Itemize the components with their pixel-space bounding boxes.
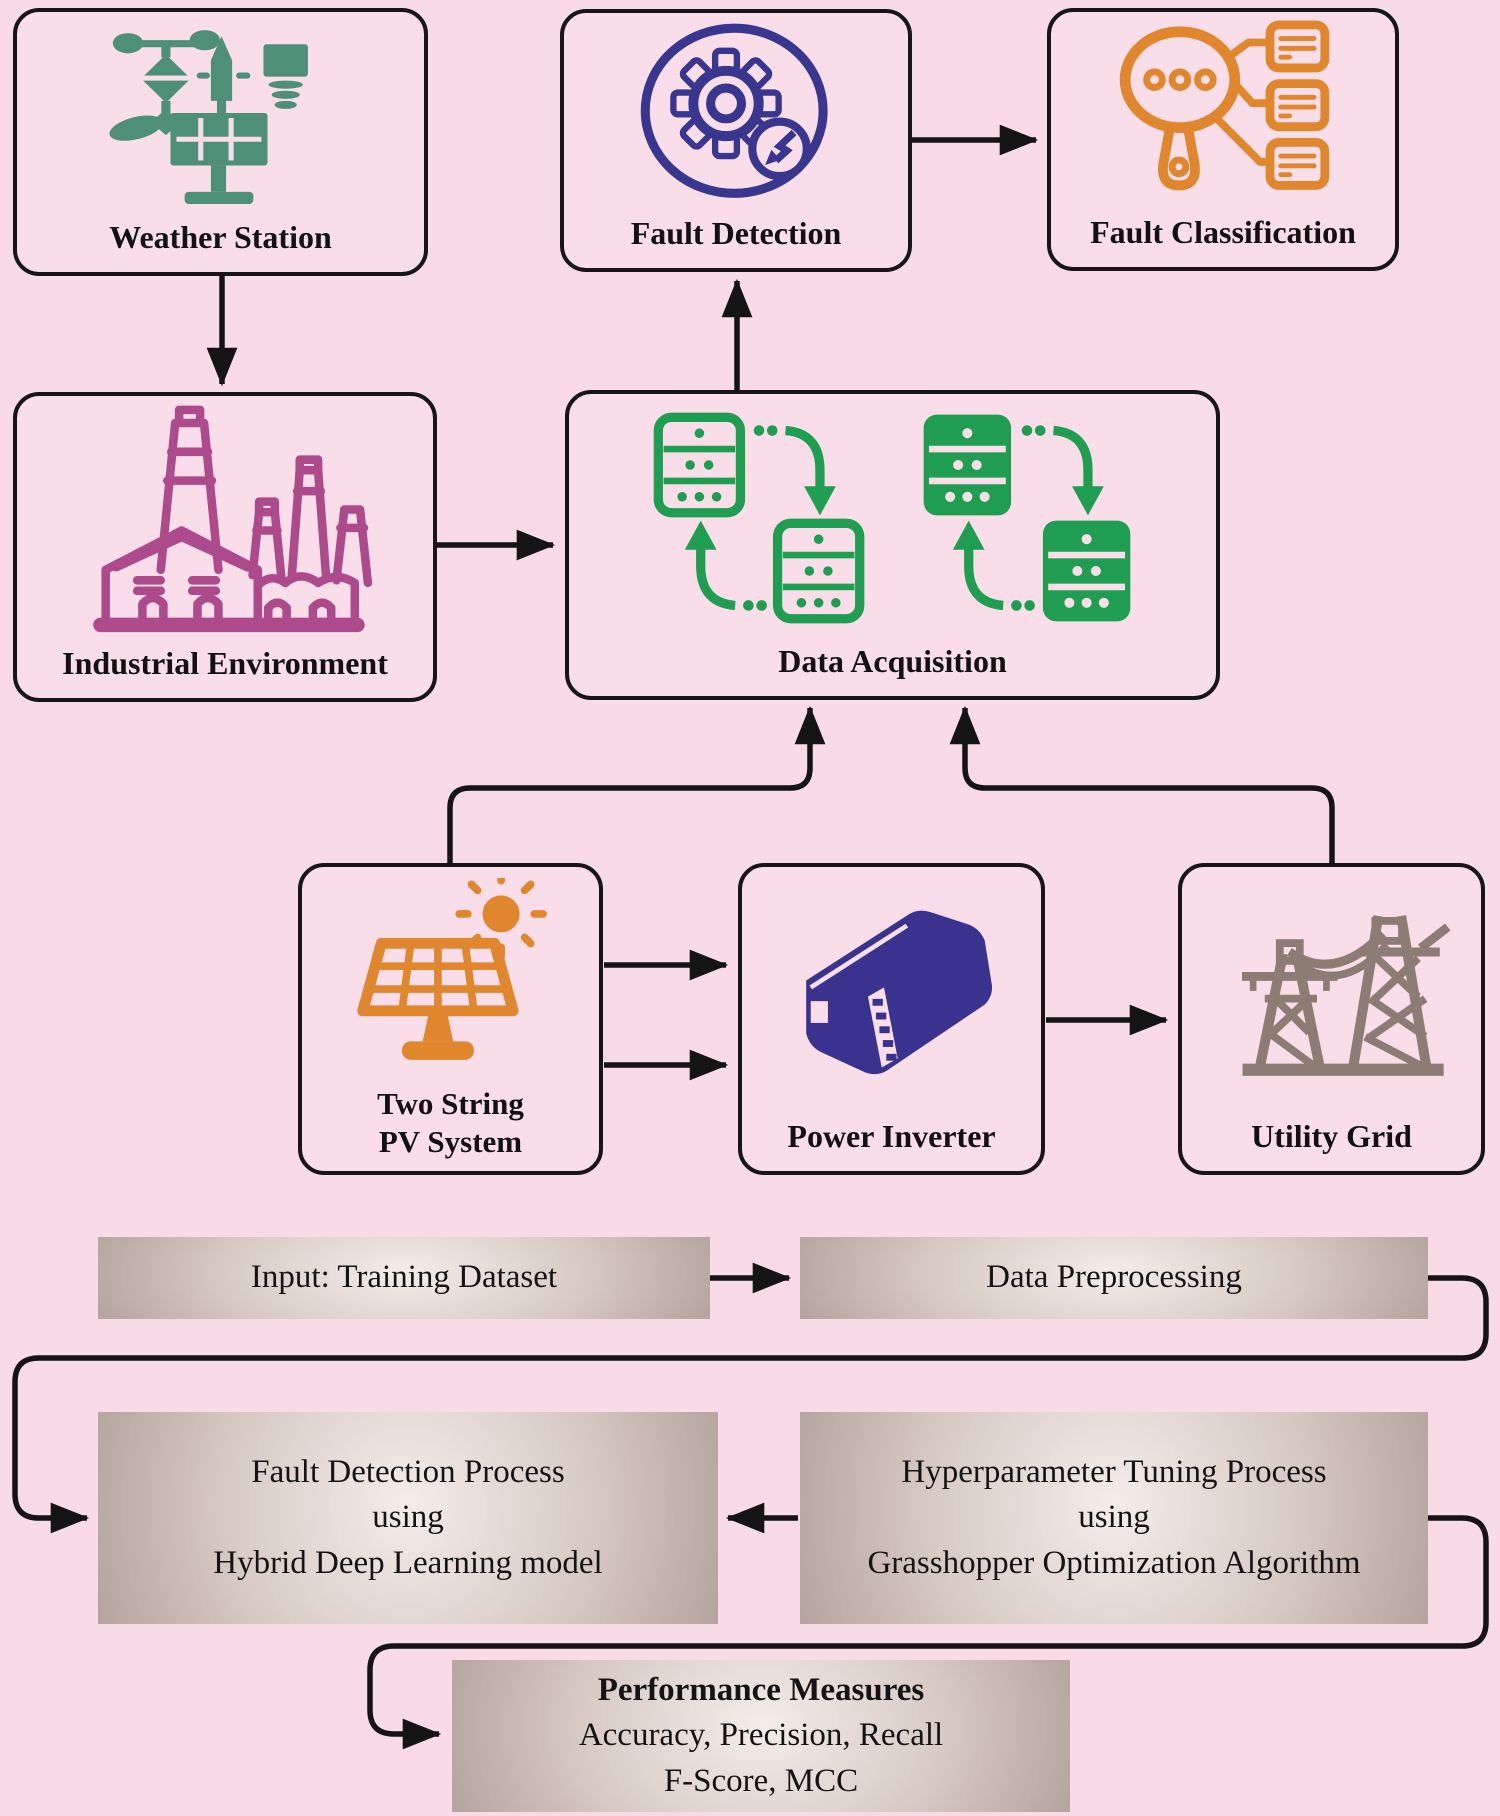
fault-classification-box: Fault Classification bbox=[1047, 8, 1399, 271]
transmission-towers-icon bbox=[1241, 914, 1450, 1076]
pv-system-label-line1: Two String bbox=[377, 1086, 524, 1122]
utility-grid-box: Utility Grid bbox=[1178, 863, 1485, 1175]
fault-classification-magnifier-icon bbox=[1119, 20, 1330, 191]
utility-grid-label: Utility Grid bbox=[1251, 1117, 1412, 1154]
performance-measures-title: Performance Measures bbox=[597, 1671, 925, 1708]
fault-classification-iconwrap bbox=[1051, 12, 1395, 213]
power-inverter-iconwrap bbox=[742, 867, 1041, 1117]
fault-detection-label: Fault Detection bbox=[630, 214, 842, 251]
solar-panel-sun-icon bbox=[356, 878, 547, 1061]
power-inverter-box: Power Inverter bbox=[738, 863, 1045, 1175]
power-inverter-icon bbox=[805, 910, 992, 1074]
pv-system-label-line2: PV System bbox=[378, 1124, 523, 1160]
fault-detection-process-line3: Hybrid Deep Learning model bbox=[213, 1544, 603, 1581]
input-training-dataset-bar: Input: Training Dataset bbox=[98, 1237, 710, 1319]
hyperparameter-tuning-bar: Hyperparameter Tuning Process using Gras… bbox=[800, 1412, 1428, 1624]
input-training-dataset-text: Input: Training Dataset bbox=[250, 1259, 558, 1296]
server-sync-outline-icon bbox=[653, 412, 864, 624]
fault-classification-label: Fault Classification bbox=[1090, 213, 1356, 250]
utility-grid-iconwrap bbox=[1182, 867, 1481, 1117]
industrial-environment-iconwrap bbox=[17, 396, 433, 644]
arrow-pv-to-data-acquisition bbox=[447, 705, 826, 864]
fault-detection-gear-icon bbox=[640, 23, 828, 199]
performance-measures-line3: F-Score, MCC bbox=[663, 1762, 859, 1799]
weather-station-iconwrap bbox=[17, 12, 424, 218]
server-sync-filled-icon bbox=[923, 414, 1130, 622]
data-acquisition-iconwrap bbox=[569, 394, 1216, 642]
data-preprocessing-bar: Data Preprocessing bbox=[800, 1237, 1428, 1319]
hyperparameter-tuning-line2: using bbox=[1078, 1499, 1150, 1536]
hyperparameter-tuning-line3: Grasshopper Optimization Algorithm bbox=[867, 1544, 1361, 1581]
fault-detection-process-bar: Fault Detection Process using Hybrid Dee… bbox=[98, 1412, 718, 1624]
fault-detection-process-line2: using bbox=[372, 1499, 444, 1536]
pv-system-iconwrap bbox=[302, 867, 599, 1085]
pv-system-label: Two String PV System bbox=[371, 1085, 530, 1171]
industrial-environment-factory-icon bbox=[93, 405, 373, 632]
performance-measures-line2: Accuracy, Precision, Recall bbox=[578, 1717, 944, 1754]
pv-system-box: Two String PV System bbox=[298, 863, 603, 1175]
fault-detection-process-line1: Fault Detection Process bbox=[251, 1453, 565, 1490]
fault-detection-iconwrap bbox=[564, 13, 908, 214]
data-preprocessing-text: Data Preprocessing bbox=[986, 1259, 1242, 1296]
weather-station-label: Weather Station bbox=[109, 218, 332, 255]
performance-measures-bar: Performance Measures Accuracy, Precision… bbox=[452, 1660, 1070, 1812]
hyperparameter-tuning-line1: Hyperparameter Tuning Process bbox=[901, 1453, 1327, 1490]
data-acquisition-box: Data Acquisition bbox=[565, 390, 1220, 700]
power-inverter-label: Power Inverter bbox=[787, 1117, 996, 1154]
weather-station-icon bbox=[108, 29, 308, 204]
data-acquisition-label: Data Acquisition bbox=[778, 642, 1007, 679]
weather-station-box: Weather Station bbox=[13, 8, 428, 276]
fault-detection-box: Fault Detection bbox=[560, 9, 912, 272]
industrial-environment-box: Industrial Environment bbox=[13, 392, 437, 702]
industrial-environment-label: Industrial Environment bbox=[62, 644, 388, 681]
arrow-grid-to-data-acquisition bbox=[949, 705, 1335, 864]
